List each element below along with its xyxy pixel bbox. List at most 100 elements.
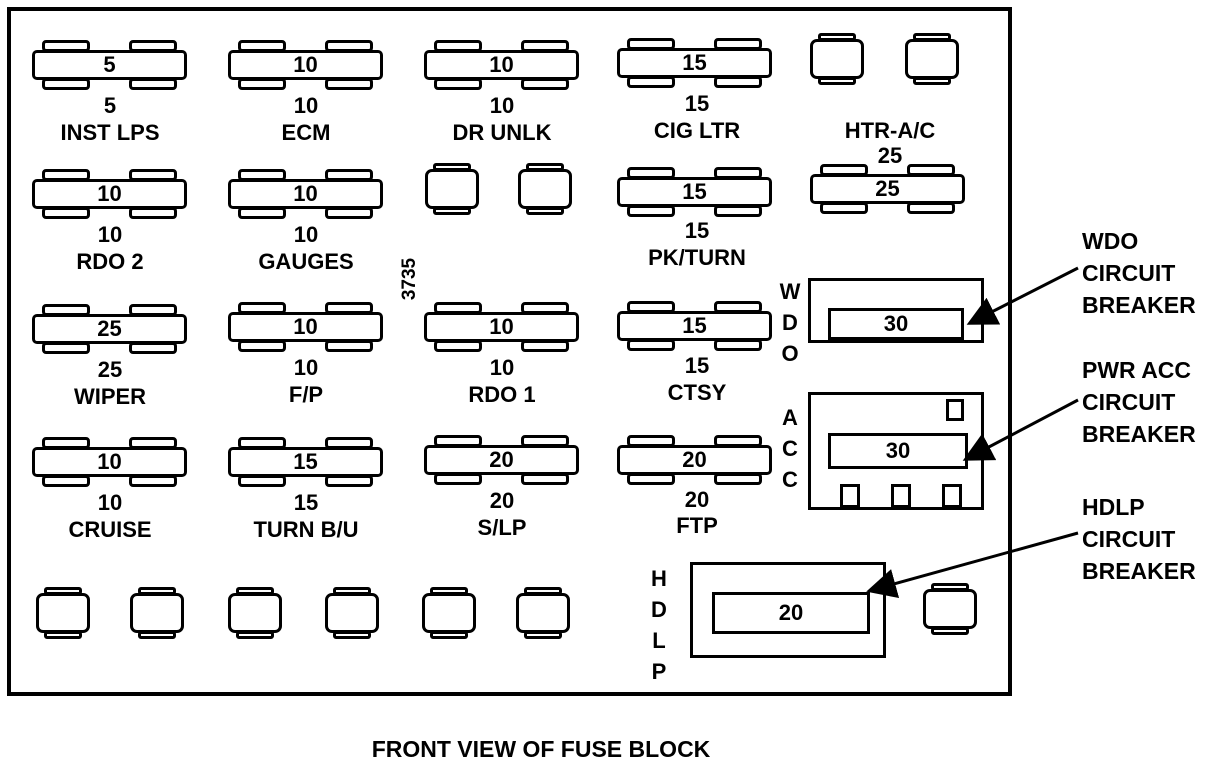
- fuse-rating: 10: [424, 50, 579, 80]
- breaker-rating: 20: [712, 592, 870, 634]
- fuse-value: 20: [489, 488, 515, 513]
- empty-slot: [422, 587, 476, 639]
- fuse-name: RDO 1: [468, 382, 536, 407]
- pwr-acc-callout: PWR ACC CIRCUIT BREAKER: [1082, 354, 1196, 450]
- fuse-ftp: 20: [617, 435, 772, 485]
- figure-caption: FRONT VIEW OF FUSE BLOCK: [371, 736, 711, 762]
- fuse-name: ECM: [281, 120, 331, 145]
- callout-line: BREAKER: [1082, 292, 1196, 318]
- fuse-rating: 5: [32, 50, 187, 80]
- empty-slot: [228, 587, 282, 639]
- fuse-rating: 10: [32, 447, 187, 477]
- fuse-value: 20: [684, 487, 710, 512]
- fuse-name: F/P: [288, 382, 324, 407]
- breaker-pin: [840, 484, 860, 508]
- fuse-name: GAUGES: [258, 249, 354, 274]
- letter: A: [782, 405, 798, 430]
- letter: D: [782, 310, 798, 335]
- pwr-acc-arrow: [962, 398, 1079, 461]
- fuse-s-lp: 20: [424, 435, 579, 485]
- breaker-rating: 30: [828, 433, 968, 469]
- empty-slot: [36, 587, 90, 639]
- fuse-value: 10: [293, 355, 319, 380]
- callout-line: BREAKER: [1082, 558, 1196, 584]
- wdo-callout: WDO CIRCUIT BREAKER: [1082, 225, 1196, 321]
- fuse-value: 15: [684, 218, 710, 243]
- fuse-wiper: 25: [32, 304, 187, 354]
- fuse-inst-lps: 5: [32, 40, 187, 90]
- hdlp-vertical-label: H D L P: [647, 563, 671, 687]
- breaker-pin: [942, 484, 962, 508]
- fuse-dr-unlk: 10: [424, 40, 579, 90]
- fuse-name: CIG LTR: [653, 118, 741, 143]
- fuse-rating: 25: [810, 174, 965, 204]
- fuse-name: INST LPS: [60, 120, 160, 145]
- callout-line: PWR ACC: [1082, 357, 1192, 383]
- fuse-name: TURN B/U: [253, 517, 359, 542]
- fuse-rating: 10: [228, 50, 383, 80]
- empty-slot: [325, 587, 379, 639]
- fuse-name: WIPER: [73, 384, 147, 409]
- fuse-rating: 20: [424, 445, 579, 475]
- fuse-name: PK/TURN: [648, 245, 746, 270]
- fuse-rating: 10: [228, 312, 383, 342]
- fuse-rating: 15: [228, 447, 383, 477]
- fuse-value: 10: [489, 355, 515, 380]
- callout-line: WDO: [1082, 228, 1139, 254]
- acc-vertical-label: A C C: [778, 402, 802, 495]
- letter: P: [651, 659, 667, 684]
- wdo-circuit-breaker: 30: [808, 278, 984, 343]
- letter: C: [782, 467, 798, 492]
- fuse-value: 15: [293, 490, 319, 515]
- fuse-rating: 10: [424, 312, 579, 342]
- letter: D: [651, 597, 667, 622]
- fuse-name: RDO 2: [76, 249, 144, 274]
- fuse-value: 15: [684, 91, 710, 116]
- empty-slot: [130, 587, 184, 639]
- letter: O: [781, 341, 799, 366]
- breaker-pin: [946, 399, 964, 421]
- empty-slot: [905, 33, 959, 85]
- fuse-turn-bu: 15: [228, 437, 383, 487]
- fuse-name: CTSY: [667, 380, 727, 405]
- fuse-rating: 15: [617, 311, 772, 341]
- fuse-gauges: 10: [228, 169, 383, 219]
- fuse-rating: 25: [32, 314, 187, 344]
- breaker-pin: [891, 484, 911, 508]
- fuse-pk-turn: 15: [617, 167, 772, 217]
- letter: C: [782, 436, 798, 461]
- letter: L: [652, 628, 666, 653]
- fuse-value: 10: [97, 222, 123, 247]
- fuse-rating: 15: [617, 48, 772, 78]
- fuse-cig-ltr: 15: [617, 38, 772, 88]
- empty-slot: [518, 163, 572, 215]
- fuse-value: 10: [489, 93, 515, 118]
- fuse-rdo-2: 10: [32, 169, 187, 219]
- fuse-value: 10: [293, 93, 319, 118]
- callout-line: BREAKER: [1082, 421, 1196, 447]
- fuse-rating: 20: [617, 445, 772, 475]
- callout-line: CIRCUIT: [1082, 526, 1176, 552]
- empty-slot: [810, 33, 864, 85]
- letter: H: [651, 566, 667, 591]
- letter: W: [779, 279, 801, 304]
- fuse-name: DR UNLK: [452, 120, 552, 145]
- fuse-value: 10: [293, 222, 319, 247]
- fuse-ctsy: 15: [617, 301, 772, 351]
- hdlp-circuit-breaker: 20: [690, 562, 886, 658]
- fuse-value: 5: [103, 93, 117, 118]
- callout-line: HDLP: [1082, 494, 1145, 520]
- fuse-value: 25: [877, 143, 903, 168]
- fuse-name: FTP: [676, 513, 718, 538]
- fuse-block-panel: [7, 7, 1012, 696]
- hdlp-arrow: [866, 531, 1079, 599]
- fuse-rating: 10: [32, 179, 187, 209]
- fuse-rdo-1: 10: [424, 302, 579, 352]
- empty-slot: [923, 583, 977, 635]
- empty-slot: [516, 587, 570, 639]
- wdo-vertical-label: W D O: [778, 276, 802, 369]
- fuse-htr-ac: 25: [810, 164, 965, 214]
- fuse-fp: 10: [228, 302, 383, 352]
- wdo-arrow: [966, 266, 1079, 325]
